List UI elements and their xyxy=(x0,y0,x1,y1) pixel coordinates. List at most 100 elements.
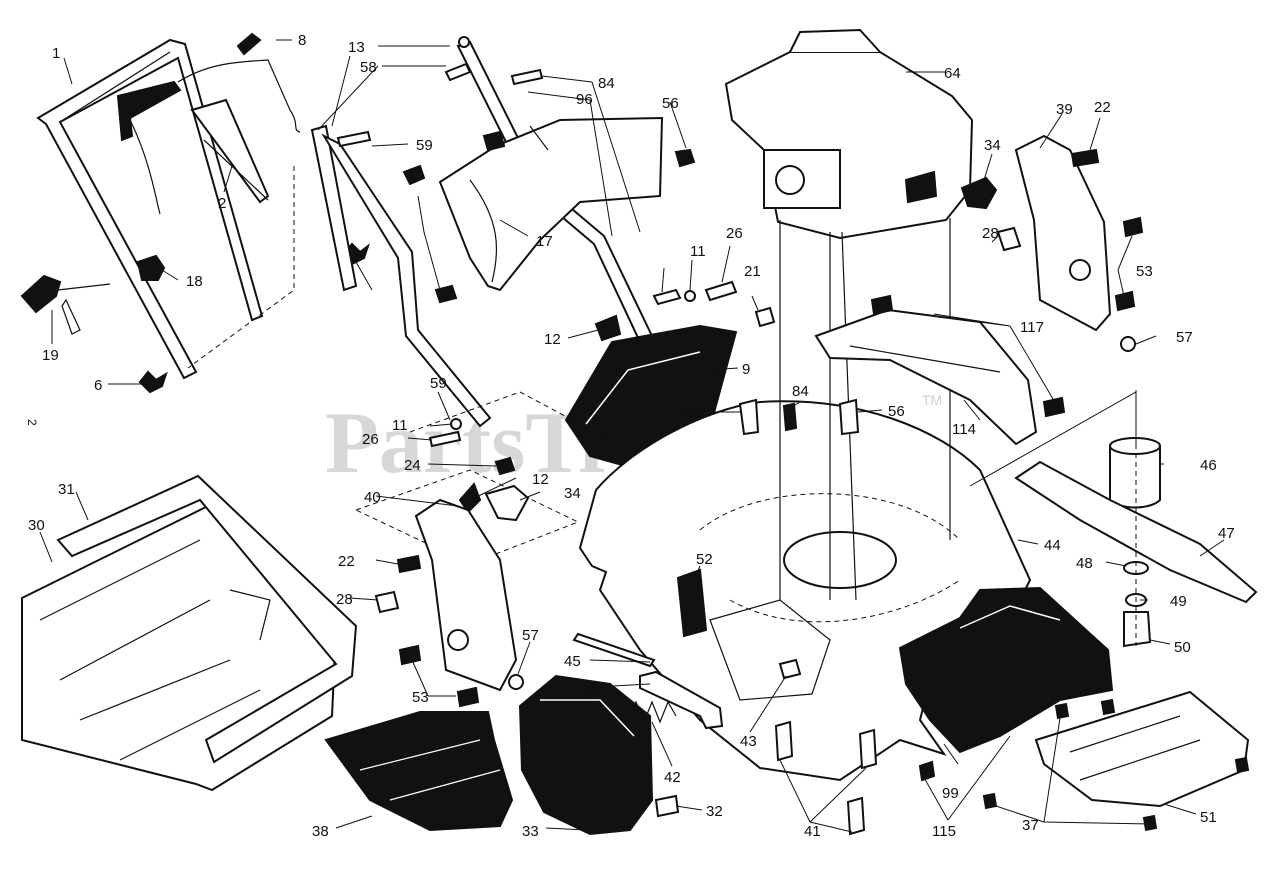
callout-56-mid-right: 56 xyxy=(888,403,905,420)
callout-53-left: 53 xyxy=(412,689,429,706)
callout-38: 38 xyxy=(312,823,329,840)
callout-96: 96 xyxy=(576,91,593,108)
callout-45: 45 xyxy=(564,653,581,670)
callout-12-top: 12 xyxy=(544,331,561,348)
callout-18: 18 xyxy=(186,273,203,290)
screw-56-b xyxy=(482,130,506,152)
callout-99: 99 xyxy=(942,785,959,802)
callout-40: 40 xyxy=(364,489,381,506)
adapter-46 xyxy=(1109,437,1161,509)
knob-34-right xyxy=(960,176,998,210)
callout-33: 33 xyxy=(522,823,539,840)
callout-21: 21 xyxy=(744,263,761,280)
bolt-84-mid xyxy=(782,402,798,432)
callout-59-left: 59 xyxy=(430,375,447,392)
front-cover-99 xyxy=(898,586,1114,754)
knob-19 xyxy=(20,274,111,335)
callout-51: 51 xyxy=(1200,809,1217,826)
bracket-right-39 xyxy=(1014,134,1112,332)
callout-53-right: 53 xyxy=(1136,263,1153,280)
bolt-26-left xyxy=(428,430,462,448)
callout-6: 6 xyxy=(94,377,102,394)
callout-41: 41 xyxy=(804,823,821,840)
callout-22-left: 22 xyxy=(338,553,355,570)
callout-59-top: 59 xyxy=(416,137,433,154)
bolt-53-left-b xyxy=(456,686,480,708)
knob-34-left xyxy=(484,484,530,522)
callout-84-mid: 84 xyxy=(792,383,809,400)
bolt-58 xyxy=(444,62,472,82)
callout-labels: 1 8 13 58 84 96 64 56 39 22 34 2 59 17 2… xyxy=(28,32,1235,840)
knob-18 xyxy=(136,254,166,281)
callout-42: 42 xyxy=(664,769,681,786)
bolt-28-left xyxy=(374,590,400,614)
nut-24 xyxy=(494,456,516,476)
clip-32 xyxy=(654,794,680,818)
star-nut-6a xyxy=(138,370,168,394)
callout-50: 50 xyxy=(1174,639,1191,656)
screw-56-c xyxy=(434,284,458,304)
callout-44: 44 xyxy=(1044,537,1061,554)
side-label: 2 xyxy=(25,419,39,426)
callout-37: 37 xyxy=(1022,817,1039,834)
callout-8: 8 xyxy=(298,32,306,49)
callout-24: 24 xyxy=(404,457,421,474)
bolt-53-right-b xyxy=(1114,290,1136,312)
leader-lines xyxy=(39,39,1225,833)
callout-43: 43 xyxy=(740,733,757,750)
callout-22-right: 22 xyxy=(1094,99,1111,116)
callout-17: 17 xyxy=(536,233,553,250)
bolt-56-mid-a xyxy=(738,398,760,436)
cable-8 xyxy=(177,32,301,133)
callout-30: 30 xyxy=(28,517,45,534)
callout-28-right: 28 xyxy=(982,225,999,242)
screw-56-a xyxy=(402,164,426,186)
screws-115 xyxy=(918,760,936,782)
mulch-plug-38 xyxy=(324,711,514,832)
label-52 xyxy=(676,568,708,638)
callout-56-mid-left: 56 xyxy=(684,405,701,422)
bolt-84-top xyxy=(510,68,544,86)
nut-57-left xyxy=(508,674,524,690)
callout-114: 114 xyxy=(952,421,976,438)
callout-84: 84 xyxy=(598,75,615,92)
callout-34-right: 34 xyxy=(984,137,1001,154)
callout-1: 1 xyxy=(52,45,60,62)
screw-56-d xyxy=(674,148,696,168)
callout-58: 58 xyxy=(360,59,377,76)
watermark-trademark: TM xyxy=(922,392,942,408)
callout-11-left: 11 xyxy=(392,417,408,434)
engine-64 xyxy=(724,28,974,601)
callout-26-left: 26 xyxy=(362,431,379,448)
callout-11-right: 11 xyxy=(690,243,706,260)
spring-42 xyxy=(627,700,677,724)
bracket-left xyxy=(414,498,518,692)
bolt-56-mid-b xyxy=(838,398,860,436)
screws-41 xyxy=(774,720,878,836)
washer-11 xyxy=(684,290,696,302)
callout-9: 9 xyxy=(742,361,750,378)
callout-34-left: 34 xyxy=(564,485,581,502)
bolt-117-b xyxy=(1042,396,1066,418)
callout-57-right: 57 xyxy=(1176,329,1193,346)
bolt-53-left-a xyxy=(398,644,422,666)
callout-56-top: 56 xyxy=(662,95,679,112)
callout-26-right: 26 xyxy=(726,225,743,242)
discharge-chute-33 xyxy=(518,674,654,836)
callout-32: 32 xyxy=(706,803,723,820)
callout-19: 19 xyxy=(42,347,59,364)
callout-48: 48 xyxy=(1076,555,1093,572)
rear-guard-17 xyxy=(438,116,664,292)
callout-46: 46 xyxy=(1200,457,1217,474)
callout-13: 13 xyxy=(348,39,365,56)
callout-52: 52 xyxy=(696,551,713,568)
rear-flap-9 xyxy=(564,324,738,472)
bolt-26 xyxy=(704,280,738,302)
callout-2: 2 xyxy=(218,195,226,212)
callout-115: 115 xyxy=(932,823,956,840)
bolt-22-left xyxy=(396,554,422,574)
callout-117: 117 xyxy=(1020,319,1044,336)
callout-31: 31 xyxy=(58,481,75,498)
rod-45 xyxy=(572,632,656,668)
